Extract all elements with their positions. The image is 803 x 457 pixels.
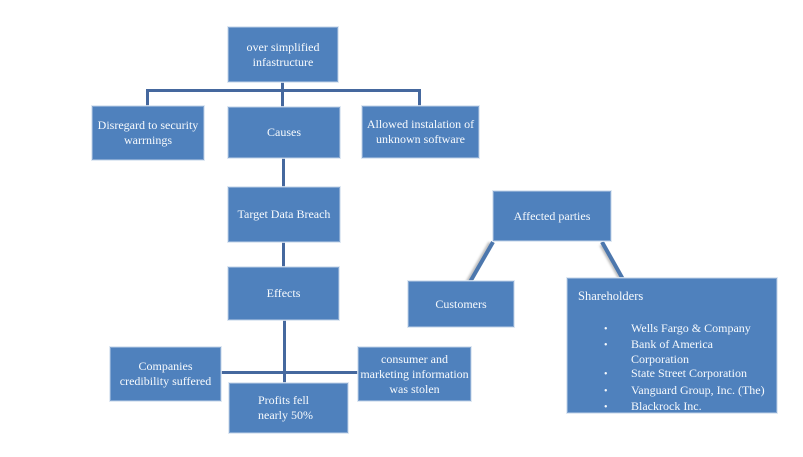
connector-effects-profits: [283, 320, 286, 383]
connector-affected-shareholders: [600, 241, 626, 283]
connector-causes-target: [282, 158, 285, 187]
node-consumer-marketing-information-stolen: consumer and marketing information was s…: [358, 347, 471, 401]
connector-companies-consumer: [221, 371, 358, 374]
node-label: over simplified infastructure: [246, 39, 320, 69]
list-item-text: State Street Corporation: [631, 366, 747, 381]
connector-affected-customers: [468, 241, 495, 283]
bullet-icon: •: [604, 385, 608, 397]
node-label: Affected parties: [513, 208, 591, 223]
bullet-icon: •: [604, 340, 608, 352]
node-label: consumer and marketing information was s…: [360, 351, 469, 396]
list-item: • Vanguard Group, Inc. (The): [604, 383, 770, 400]
list-item: • Blackrock Inc.: [604, 399, 770, 416]
list-item-text: Blackrock Inc.: [631, 399, 702, 414]
node-label: Companies credibility suffered: [119, 359, 212, 388]
connector-target-effects: [282, 242, 285, 267]
list-item: • Bank of America Corporation: [604, 337, 770, 366]
node-label: Customers: [435, 296, 487, 311]
connector-drop-left: [146, 89, 149, 106]
node-disregard-security-warnings: Disregard to security warrnings: [92, 106, 204, 160]
node-label: Causes: [267, 125, 301, 139]
bullet-icon: •: [604, 402, 608, 414]
node-companies-credibility-suffered: Companies credibility suffered: [110, 347, 221, 401]
list-item-text: Wells Fargo & Company: [631, 320, 751, 335]
node-over-simplified-infrastructure: over simplified infastructure: [228, 27, 338, 82]
node-effects: Effects: [228, 267, 339, 320]
node-causes: Causes: [228, 107, 340, 158]
node-affected-parties: Affected parties: [493, 191, 611, 241]
node-label: Effects: [266, 286, 301, 300]
list-item: • Wells Fargo & Company: [604, 321, 770, 338]
node-allowed-installation-unknown-software: Allowed instalation of unknown software: [362, 106, 479, 158]
connector-top-vertical: [281, 82, 284, 107]
shareholders-list: • Wells Fargo & Company • Bank of Americ…: [578, 321, 770, 416]
node-label: Profits fell nearly 50%: [258, 393, 313, 422]
node-label: Shareholders: [578, 289, 644, 303]
list-item-text: Bank of America Corporation: [631, 337, 713, 366]
node-shareholders: Shareholders • Wells Fargo & Company • B…: [567, 278, 777, 413]
node-customers: Customers: [408, 281, 514, 327]
connector-drop-right: [418, 89, 421, 106]
bullet-icon: •: [604, 369, 608, 381]
node-label: Disregard to security warrnings: [97, 118, 199, 147]
list-item-text: Vanguard Group, Inc. (The): [631, 382, 765, 397]
node-label: Target Data Breach: [237, 207, 331, 221]
node-label: Allowed instalation of unknown software: [366, 117, 475, 146]
connector-top-horizontal: [146, 89, 421, 92]
list-item: • State Street Corporation: [604, 366, 770, 383]
node-target-data-breach: Target Data Breach: [228, 187, 340, 242]
bullet-icon: •: [604, 323, 608, 335]
node-profits-fell-nearly-50: Profits fell nearly 50%: [229, 383, 348, 433]
